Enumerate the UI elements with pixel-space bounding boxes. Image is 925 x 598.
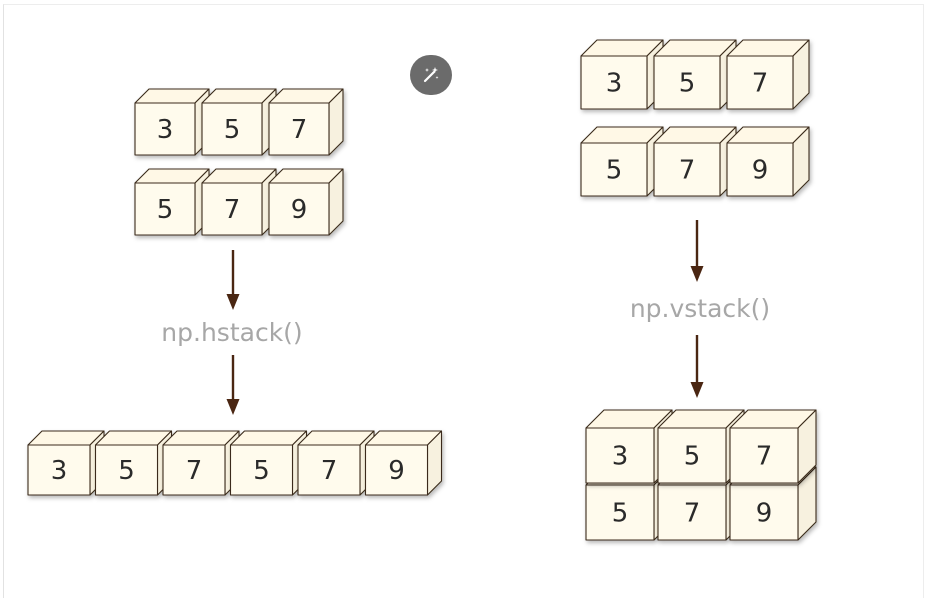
cube-value: 7 <box>224 195 241 225</box>
down-arrow <box>226 355 240 415</box>
cube-value: 7 <box>679 156 696 186</box>
cube-value: 9 <box>291 195 308 225</box>
cube-front-face <box>657 484 727 541</box>
cube: 9 <box>268 168 344 236</box>
cube-value: 9 <box>756 499 773 529</box>
cube-value: 7 <box>752 69 769 99</box>
cube-value: 9 <box>752 156 769 186</box>
cube: 5 <box>201 88 277 156</box>
cube-value: 5 <box>253 456 270 486</box>
hstack-output-array: 3 5 7 5 7 9 <box>27 430 443 496</box>
cube-front-face <box>585 484 655 541</box>
cube-value: 9 <box>388 456 405 486</box>
cube: 7 <box>653 126 737 197</box>
cube: 5 <box>653 39 737 110</box>
cube-value: 5 <box>606 156 623 186</box>
vstack-output-array: 5 7 9 3 5 7 <box>585 409 817 541</box>
down-arrow <box>226 250 240 310</box>
cube: 7 <box>162 430 240 496</box>
magic-wand-icon <box>423 67 439 83</box>
cube: 7 <box>268 88 344 156</box>
cube-front-face <box>201 182 263 236</box>
cube-front-face <box>297 444 361 496</box>
cube-value: 5 <box>157 195 174 225</box>
cube-value: 5 <box>612 499 629 529</box>
cube: 9 <box>364 430 443 496</box>
cube: 5 <box>580 126 664 197</box>
cube-front-face <box>729 427 799 484</box>
cube: 5 <box>134 168 210 236</box>
vstack-input-arrays: 3 5 7 5 7 9 <box>580 39 810 197</box>
cube-front-face <box>580 55 648 110</box>
cube-value: 5 <box>679 69 696 99</box>
down-arrow <box>690 335 704 398</box>
cube: 3 <box>27 430 105 496</box>
cube-front-face <box>94 444 159 496</box>
cube-value: 7 <box>186 456 203 486</box>
cube: 7 <box>201 168 277 236</box>
hstack-function-label: np.hstack() <box>161 318 302 347</box>
cube-value: 3 <box>51 456 68 486</box>
cube: 5 <box>229 430 308 496</box>
cube: 3 <box>134 88 210 156</box>
cube-front-face <box>580 142 648 197</box>
cube-value: 5 <box>684 442 701 472</box>
cube-value: 5 <box>118 456 135 486</box>
cube-front-face <box>729 484 799 541</box>
vstack-function-label: np.vstack() <box>630 294 770 323</box>
cube-front-face <box>364 444 429 496</box>
cube-value: 7 <box>756 442 773 472</box>
cube-front-face <box>134 182 196 236</box>
cube-value: 3 <box>606 69 623 99</box>
cube-front-face <box>229 444 294 496</box>
cube: 7 <box>729 409 817 484</box>
cube-front-face <box>134 102 196 156</box>
cube-value: 7 <box>321 456 338 486</box>
cube: 5 <box>94 430 173 496</box>
cube-front-face <box>268 182 330 236</box>
cube: 3 <box>580 39 664 110</box>
cube-front-face <box>162 444 226 496</box>
vstack-arrows <box>690 220 704 398</box>
cube-front-face <box>268 102 330 156</box>
cube-value: 7 <box>684 499 701 529</box>
cube: 9 <box>726 126 810 197</box>
cube-front-face <box>27 444 91 496</box>
cube-front-face <box>653 142 721 197</box>
hstack-input-arrays: 3 5 7 5 7 9 <box>134 88 344 236</box>
cube-value: 3 <box>157 115 174 145</box>
cube-value: 3 <box>612 442 629 472</box>
magic-edit-button[interactable] <box>410 55 452 95</box>
cube-front-face <box>726 55 794 110</box>
cube-value: 5 <box>224 115 241 145</box>
cube-front-face <box>726 142 794 197</box>
cube-front-face <box>657 427 727 484</box>
down-arrow <box>690 220 704 282</box>
cube-front-face <box>585 427 655 484</box>
cube: 7 <box>297 430 375 496</box>
hstack-arrows <box>226 250 240 415</box>
cube-front-face <box>653 55 721 110</box>
cube: 7 <box>726 39 810 110</box>
cube-value: 7 <box>291 115 308 145</box>
cube-front-face <box>201 102 263 156</box>
